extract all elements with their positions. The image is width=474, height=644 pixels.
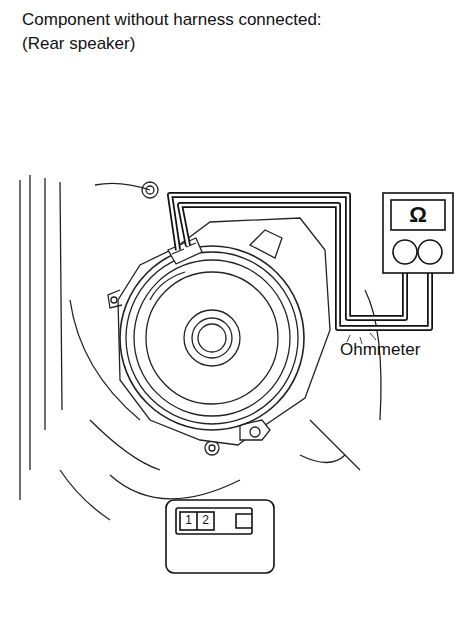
subtitle: (Rear speaker) (22, 34, 135, 54)
pin-number: 1 (185, 514, 192, 528)
ohmmeter-label: Ohmmeter (340, 340, 420, 360)
title: Component without harness connected: (22, 10, 322, 30)
pin-number: 2 (202, 514, 209, 528)
ohm-symbol: Ω (409, 202, 427, 227)
